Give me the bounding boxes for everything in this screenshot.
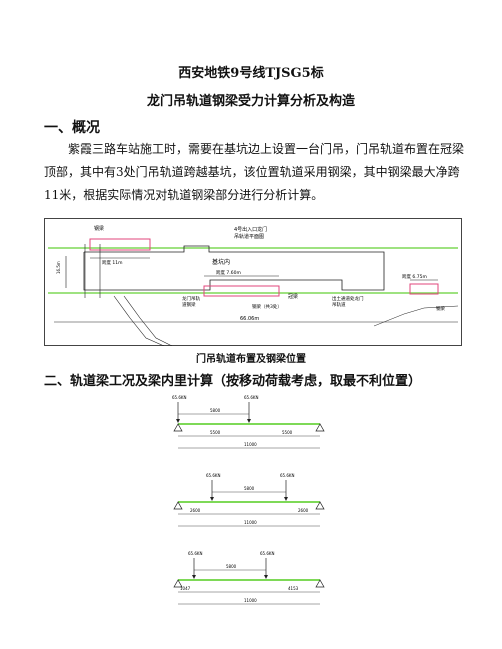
- load-right-label: 65.6KN: [260, 551, 275, 556]
- entrance-label-2: 吊轨道平面图: [234, 233, 264, 240]
- steel-beam-top: [89, 238, 151, 251]
- ramp-line-1: [113, 295, 165, 346]
- document-title: 西安地铁9号线TJSG5标: [178, 66, 324, 81]
- plan-frame: [44, 218, 462, 346]
- track-layout-plan: 4号出入口龙门 吊轨道平面图 钢梁 跨度 11m 基坑内 跨度 7.60m 冠梁…: [44, 218, 462, 346]
- load-case-3: 65.6KN 65.6KN 5800 1047 4153 11000: [173, 551, 325, 605]
- wheel-spacing-label: 5800: [244, 486, 255, 491]
- seg-right-label: 2600: [298, 508, 309, 513]
- seg-left-label: 1047: [180, 586, 191, 591]
- load-left-label: 65.6KN: [172, 395, 187, 400]
- steel-beam-right: [409, 283, 439, 295]
- seg-left-label: 2600: [190, 508, 201, 513]
- support-right-icon: [315, 579, 325, 588]
- span-mid-label: 跨度 7.60m: [216, 269, 241, 276]
- steel-beam-mid: [203, 285, 280, 297]
- wheel-spacing-label: 5800: [226, 564, 237, 569]
- section-heading-load-cases: 二、轨道梁工况及梁内里计算（按移动荷载考虑，取最不利位置）: [44, 374, 422, 389]
- section-heading-overview: 一、概况: [44, 120, 100, 136]
- support-left-icon: [173, 423, 183, 432]
- load-case-1: 65.6KN 65.6KN 5800 5500 5500 11000: [172, 395, 325, 449]
- steel-beam-mid-label: 钢梁（共3处）: [252, 303, 282, 310]
- overview-paragraph: 紫霞三路车站施工时，需要在基坑边上设置一台门吊，门吊轨道布置在冠梁顶部，其中有3…: [44, 138, 464, 207]
- ramp-line-2: [123, 295, 173, 346]
- document-subtitle: 龙门吊轨道钢梁受力计算分析及构造: [146, 94, 355, 109]
- width-label: 16.5m: [56, 261, 61, 274]
- load-case-2: 65.6KN 65.6KN 5800 2600 2600 11000: [173, 473, 325, 527]
- support-left-icon: [173, 501, 183, 510]
- track-right-label-2: 吊轨道: [332, 301, 346, 308]
- load-left-label: 65.6KN: [188, 551, 203, 556]
- support-right-icon: [315, 423, 325, 432]
- track-right-label-1: 出土通道处龙门: [332, 295, 364, 302]
- pit-outline: [83, 245, 385, 291]
- support-right-icon: [315, 501, 325, 510]
- pit-label: 基坑内: [212, 258, 230, 266]
- load-right-label: 65.6KN: [244, 395, 259, 400]
- span-label: 11000: [244, 520, 257, 525]
- steel-beam-top-label: 钢梁: [94, 225, 104, 232]
- steel-beam-right-label: 钢梁: [436, 305, 445, 312]
- track-left-label-2: 道钢梁: [182, 301, 196, 308]
- figure-caption: 门吊轨道布置及钢梁位置: [196, 354, 306, 365]
- load-case-diagrams: 65.6KN 65.6KN 5800 5500 5500 11000 65.6K…: [172, 395, 325, 605]
- span-label: 11000: [244, 598, 257, 603]
- seg-right-label: 4153: [288, 586, 299, 591]
- span-right-label: 跨度 6.75m: [402, 273, 427, 280]
- road-edge: [373, 305, 459, 327]
- total-length-label: 66.06m: [240, 316, 259, 322]
- seg-left-label: 5500: [210, 430, 221, 435]
- overview-text: 紫霞三路车站施工时，需要在基坑边上设置一台门吊，门吊轨道布置在冠梁顶部，其中有3…: [44, 142, 465, 202]
- seg-right-label: 5500: [282, 430, 293, 435]
- support-left-icon: [173, 579, 183, 588]
- crown-beam-label: 冠梁: [288, 293, 298, 300]
- wheel-spacing-label: 5800: [210, 408, 221, 413]
- span-left-label: 跨度 11m: [102, 259, 123, 266]
- load-left-label: 65.6KN: [206, 473, 221, 478]
- load-right-label: 65.6KN: [280, 473, 295, 478]
- track-left-label-1: 龙门吊轨: [182, 295, 200, 302]
- entrance-label-1: 4号出入口龙门: [234, 226, 267, 233]
- span-label: 11000: [244, 442, 257, 447]
